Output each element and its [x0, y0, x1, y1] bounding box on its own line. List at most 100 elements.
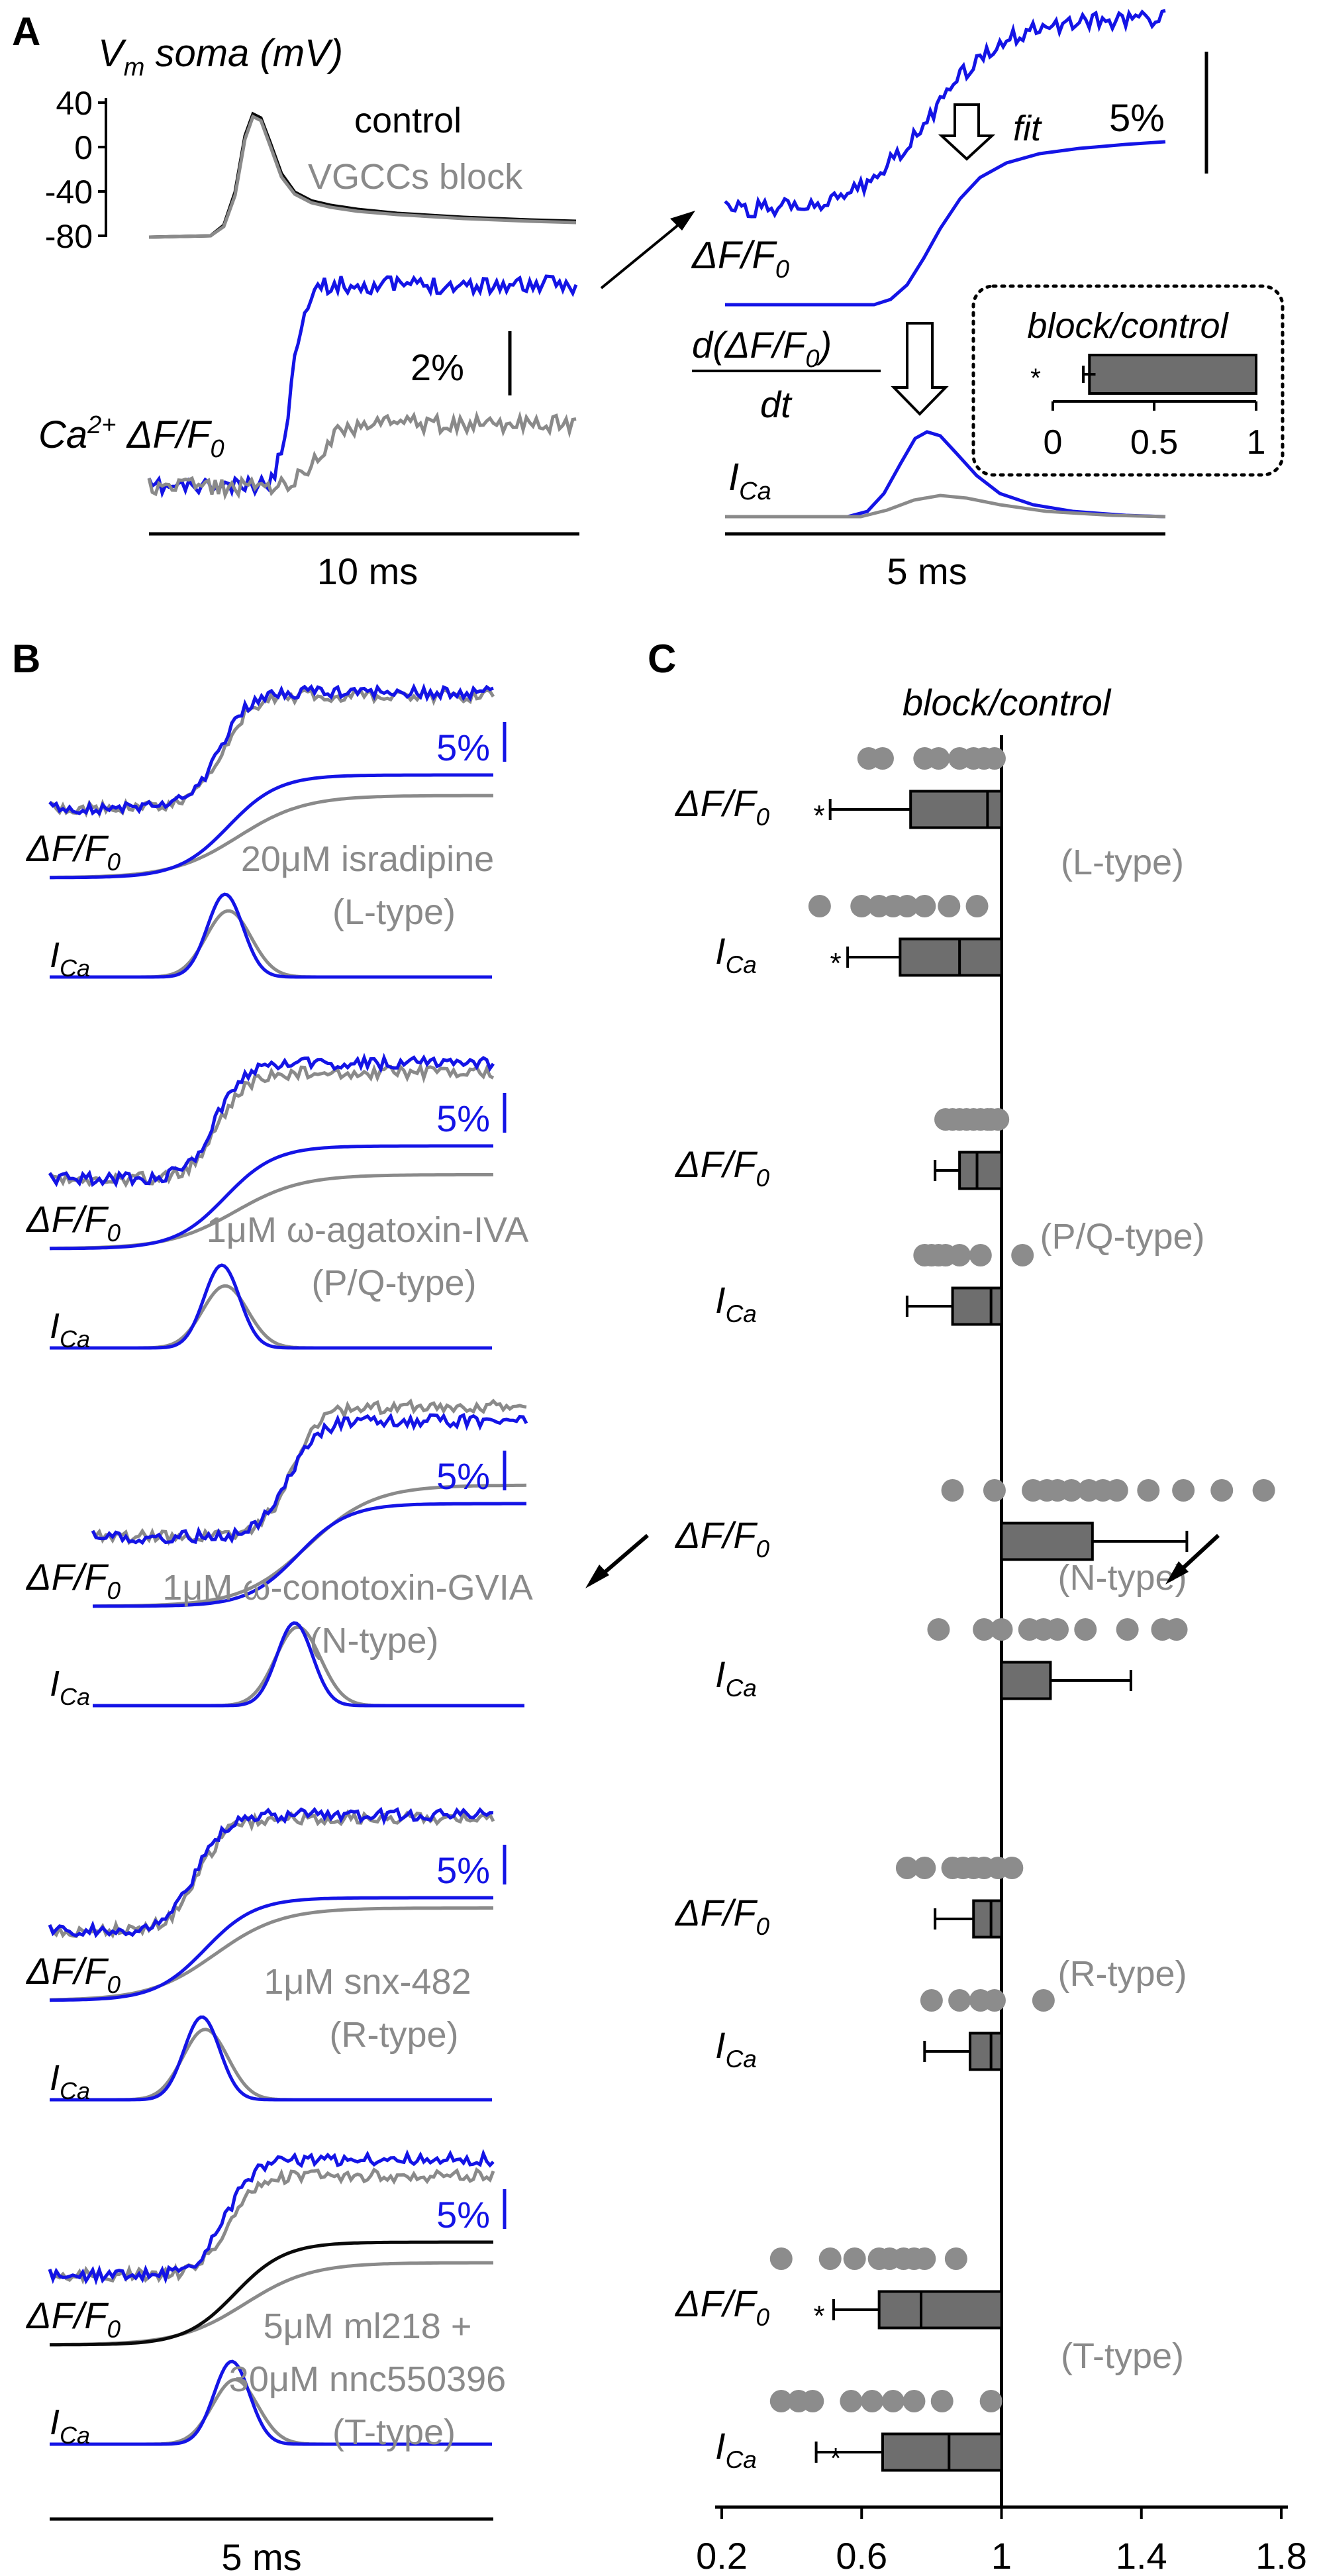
time-10ms-label: 10 ms [317, 550, 418, 592]
ca-label-rest: ΔF/F [116, 413, 213, 456]
scale-5pct-label: 5% [436, 1455, 490, 1497]
fit-smooth-trace [725, 140, 1166, 307]
ica-label-sub: Ca [739, 478, 771, 505]
channel-type-label: (N-type) [309, 1621, 438, 1661]
dff-label-main: ΔF/F [25, 1556, 109, 1598]
dff-row-label-sub: 0 [756, 1535, 770, 1563]
ica-row-label-main: I [715, 1653, 726, 1695]
data-point [913, 1857, 936, 1879]
data-point [983, 747, 1006, 770]
dff-row-label-main: ΔF/F [674, 1892, 758, 1933]
scale-5pct-label: 5% [436, 2194, 490, 2236]
dff-row-label-sub: 0 [756, 1913, 770, 1940]
ica-label: ICa [50, 2058, 90, 2104]
data-point [913, 2247, 936, 2270]
ica-trace-control [50, 892, 492, 979]
dff-row-label-main: ΔF/F [674, 782, 758, 824]
data-point [895, 1857, 918, 1879]
data-point [920, 1989, 943, 2012]
fit-trace-control [49, 1896, 493, 2002]
ica-label: ICa [50, 2402, 90, 2449]
significance-star: * [830, 2442, 841, 2475]
data-point [983, 1989, 1006, 2012]
dff-row-label-sub: 0 [756, 803, 770, 831]
ica-row-label-main: I [715, 2024, 726, 2066]
bar [958, 1151, 1003, 1190]
data-point [930, 2390, 954, 2412]
dff-row-label-main: ΔF/F [674, 2283, 758, 2324]
data-point [1001, 1857, 1024, 1879]
data-point [1105, 1479, 1128, 1502]
noisy-trace-block [48, 1809, 495, 1939]
dff-row-label-sub: 0 [756, 1164, 770, 1192]
derivative-numerator: d(ΔF/F0) [692, 324, 832, 373]
ica-row-label: ICa [715, 930, 757, 978]
data-point [1032, 1989, 1055, 2012]
dff-row-label-main: ΔF/F [674, 1514, 758, 1556]
data-point [801, 2390, 824, 2412]
derivative-denominator: dt [760, 384, 793, 425]
dff-label: ΔF/F0 [25, 1556, 121, 1604]
panel-c-letter: C [648, 637, 676, 681]
data-point [881, 2390, 905, 2412]
dff-label-main: ΔF/F [25, 1950, 109, 1992]
inset-tick-label: 0.5 [1130, 423, 1178, 462]
data-point [1116, 1618, 1139, 1641]
bar [899, 937, 1003, 977]
data-point [1172, 1479, 1195, 1502]
channel-type-label: (R-type) [1057, 1954, 1187, 1994]
data-point [840, 2390, 863, 2412]
x-tick-label: 0.2 [696, 2535, 748, 2576]
ica-label-main: I [728, 456, 739, 499]
channel-type-label: (N-type) [1057, 1558, 1187, 1598]
data-point [927, 1618, 950, 1641]
vm-tick-label: 40 [56, 85, 93, 122]
channel-type-label: (T-type) [332, 2412, 456, 2452]
data-point [1046, 1618, 1069, 1641]
row-5: ICa [715, 1618, 1188, 1702]
ica-trace-control [50, 2359, 492, 2446]
ica-label-main: I [50, 2058, 60, 2098]
row-9: ICa* [715, 2390, 1003, 2475]
ica-label-main: I [50, 935, 60, 975]
dff-label-main: ΔF/F [25, 1198, 109, 1240]
drug-label: 5μM ml218 + [264, 2306, 472, 2346]
data-point [948, 1244, 971, 1266]
dff-label-sub: 0 [775, 256, 789, 283]
legend-block: VGCCs block [308, 157, 523, 197]
row-3: ICa [715, 1244, 1034, 1327]
row-6: ΔF/F0 [674, 1857, 1024, 1940]
significance-star: * [813, 2300, 824, 2332]
noisy-trace-control [48, 1806, 494, 1939]
data-point [818, 2247, 842, 2270]
dff-row-label: ΔF/F0 [674, 2283, 770, 2331]
noisy-trace-control [48, 2149, 495, 2286]
ica-row-label-main: I [715, 930, 726, 972]
data-point [965, 895, 989, 917]
dff-label: ΔF/F0 [25, 2294, 121, 2343]
derivative-arrow-icon [891, 322, 949, 416]
dff-label-main: ΔF/F [25, 2294, 109, 2336]
scale-5pct-label: 5% [436, 727, 490, 768]
inset-border [971, 284, 1285, 477]
vm-trace-block [148, 114, 577, 239]
dff-label-main: ΔF/F [691, 234, 777, 277]
ica-row-label-sub: Ca [726, 1300, 757, 1327]
fit-trace-control [49, 1144, 493, 1251]
data-point [861, 2390, 884, 2412]
x-tick-label: 1.8 [1255, 2535, 1307, 2576]
channel-type-label: (P/Q-type) [1040, 1217, 1204, 1257]
bar [877, 2290, 1003, 2330]
ica-trace-control [50, 2015, 492, 2102]
data-point [979, 2390, 1003, 2412]
n-type-arrow-c-head [1165, 1561, 1189, 1584]
legend-control: control [354, 101, 462, 140]
panel-a-letter: A [12, 9, 40, 54]
fit-trace-control [92, 1502, 526, 1608]
ica-row-label-main: I [715, 2425, 726, 2467]
dff-label-main: ΔF/F [25, 827, 109, 869]
